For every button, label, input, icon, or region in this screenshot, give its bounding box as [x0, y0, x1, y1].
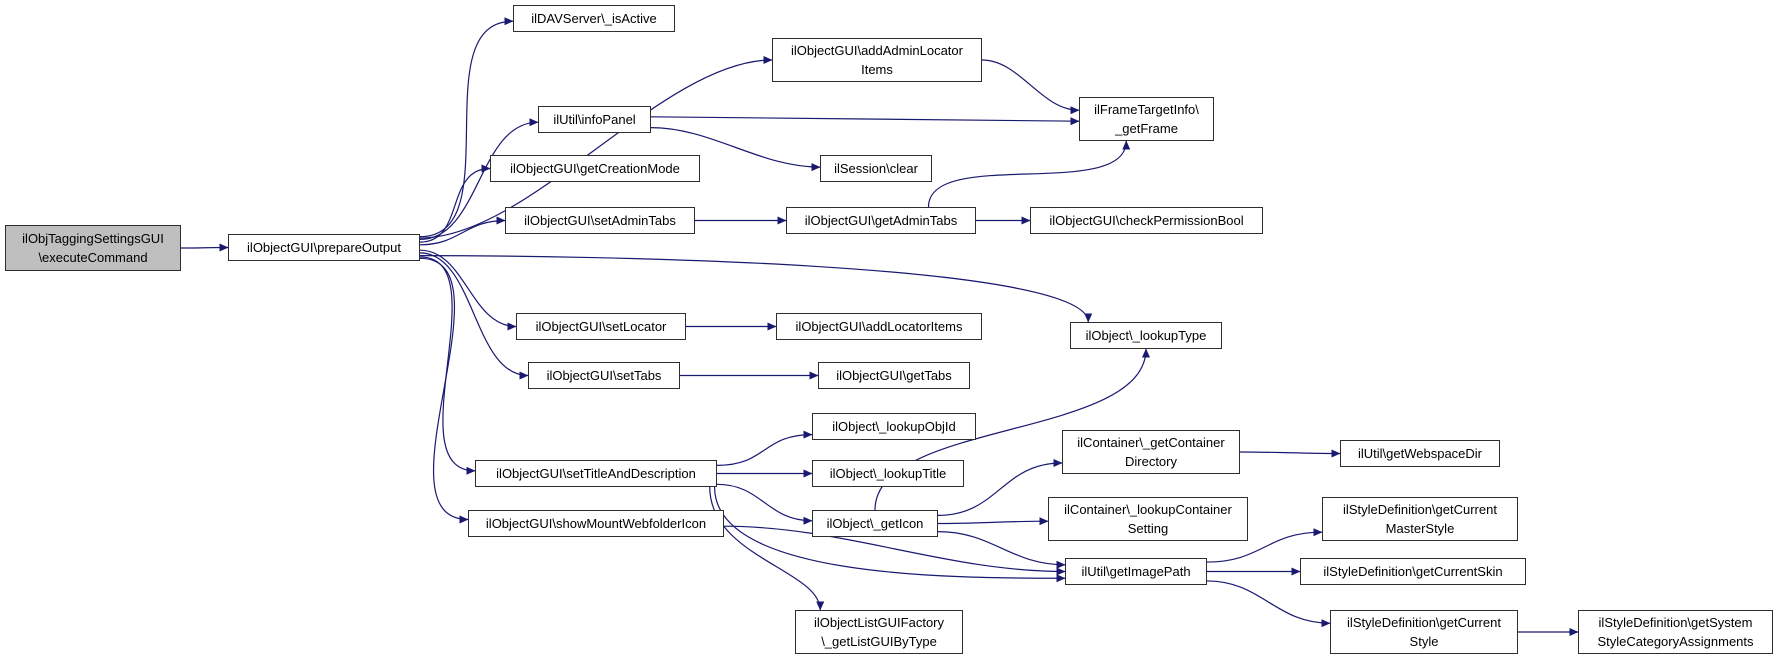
node-label: \executeCommand [38, 250, 148, 265]
node-getFrame[interactable]: ilFrameTargetInfo\ _getFrame [1079, 97, 1214, 141]
node-getWebspaceDir[interactable]: ilUtil\getWebspaceDir [1340, 440, 1500, 467]
edge-getIcon-to-getContainerDirectory [937, 459, 1063, 516]
node-showMountWebfolderIcon[interactable]: ilObjectGUI\showMountWebfolderIcon [468, 510, 724, 537]
edge-prepareOutput-to-isActive [419, 17, 514, 238]
edge-prepareOutput-to-setTabs [419, 252, 529, 380]
edge-showMountWebfolderIcon-to-getImagePath [723, 525, 1066, 576]
node-executeCommand[interactable]: ilObjTaggingSettingsGUI \executeCommand [5, 225, 181, 271]
node-label: ilStyleDefinition\getCurrent [1347, 615, 1501, 630]
node-label: Style [1409, 634, 1439, 649]
edge-executeCommand-to-prepareOutput [180, 243, 229, 252]
node-lookupObjId[interactable]: ilObject\_lookupObjId [812, 413, 976, 440]
node-label: ilObjectGUI\checkPermissionBool [1049, 213, 1244, 228]
node-infoPanel[interactable]: ilUtil\infoPanel [538, 106, 651, 133]
edge-infoPanel-to-sessionClear [650, 127, 821, 172]
node-label: ilObjectGUI\setTitleAndDescription [496, 466, 696, 481]
node-label: ilObject\_lookupObjId [832, 419, 956, 434]
node-label: ilObjectGUI\showMountWebfolderIcon [485, 516, 707, 531]
edge-getAdminTabs-to-getFrame [927, 140, 1131, 208]
node-label: ilObjectGUI\getAdminTabs [804, 213, 958, 228]
node-setTitleAndDescription[interactable]: ilObjectGUI\setTitleAndDescription [475, 460, 717, 487]
edge-setTitleAndDescription-to-getListGUIByType [709, 486, 825, 611]
node-label: Directory [1124, 454, 1177, 469]
node-label: ilObject\_getIcon [826, 516, 924, 531]
node-label: ilUtil\getImagePath [1081, 564, 1191, 579]
node-label: ilObjectGUI\getTabs [836, 368, 952, 383]
node-label: ilStyleDefinition\getCurrent [1343, 502, 1497, 517]
node-label: ilStyleDefinition\getSystem [1598, 615, 1753, 630]
node-label: ilObjectGUI\setAdminTabs [524, 213, 676, 228]
node-setAdminTabs[interactable]: ilObjectGUI\setAdminTabs [505, 207, 695, 234]
node-label: ilContainer\_lookupContainer [1064, 502, 1232, 517]
node-label: ilObject\_lookupTitle [829, 466, 947, 481]
node-label: ilObject\_lookupType [1085, 328, 1207, 343]
node-label: ilObjectGUI\getCreationMode [510, 161, 680, 176]
node-label: ilObjectGUI\setTabs [546, 368, 662, 383]
node-getIcon[interactable]: ilObject\_getIcon [812, 510, 938, 537]
edge-getIcon-to-getImagePath [937, 531, 1066, 569]
node-label: Items [861, 62, 893, 77]
node-label: ilDAVServer\_isActive [531, 11, 657, 26]
node-label: ilObjTaggingSettingsGUI [22, 231, 164, 246]
edge-prepareOutput-to-setLocator [419, 249, 517, 331]
node-lookupTitle[interactable]: ilObject\_lookupTitle [812, 460, 964, 487]
edge-prepareOutput-to-addAdminLocatorItems [419, 56, 773, 239]
edge-prepareOutput-to-setTitleAndDescription [419, 256, 476, 475]
edge-prepareOutput-to-getCreationMode [419, 164, 491, 243]
node-label: ilUtil\infoPanel [553, 112, 636, 127]
edge-prepareOutput-to-lookupType [419, 255, 1093, 323]
node-label: Setting [1127, 521, 1169, 536]
node-getCreationMode[interactable]: ilObjectGUI\getCreationMode [490, 155, 700, 182]
node-label: ilContainer\_getContainer [1077, 435, 1225, 450]
node-isActive[interactable]: ilDAVServer\_isActive [513, 5, 675, 32]
node-label: ilObjectGUI\addLocatorItems [795, 319, 963, 334]
node-label: ilSession\clear [834, 161, 918, 176]
edge-getIcon-to-lookupContainerSetting [937, 517, 1049, 526]
node-label: ilStyleDefinition\getCurrentSkin [1323, 564, 1503, 579]
node-setLocator[interactable]: ilObjectGUI\setLocator [516, 313, 686, 340]
node-sessionClear[interactable]: ilSession\clear [820, 155, 932, 182]
edge-infoPanel-to-getFrame [650, 116, 1080, 126]
node-label: \_getListGUIByType [821, 634, 937, 649]
node-lookupType[interactable]: ilObject\_lookupType [1070, 322, 1222, 349]
node-label: ilObjectGUI\prepareOutput [247, 240, 401, 255]
node-label: ilFrameTargetInfo\ [1094, 102, 1199, 117]
edge-prepareOutput-to-showMountWebfolderIcon [419, 257, 469, 524]
edge-setTitleAndDescription-to-getImagePath [713, 486, 1066, 583]
node-label: _getFrame [1115, 121, 1178, 136]
node-addLocatorItems[interactable]: ilObjectGUI\addLocatorItems [776, 313, 982, 340]
edge-setTitleAndDescription-to-lookupObjId [716, 430, 813, 466]
node-getCurrentSkin[interactable]: ilStyleDefinition\getCurrentSkin [1300, 558, 1526, 585]
edge-group [180, 17, 1579, 636]
node-getTabs[interactable]: ilObjectGUI\getTabs [818, 362, 970, 389]
node-label: ilObjectGUI\setLocator [535, 319, 667, 334]
node-label: ilObjectListGUIFactory [813, 615, 945, 630]
edge-prepareOutput-to-setAdminTabs [419, 216, 506, 246]
edge-getImagePath-to-getCurrentMasterStyle [1206, 528, 1323, 563]
node-getListGUIByType[interactable]: ilObjectListGUIFactory \_getListGUIByType [795, 610, 963, 654]
node-prepareOutput[interactable]: ilObjectGUI\prepareOutput [228, 234, 420, 261]
node-label: ilUtil\getWebspaceDir [1357, 446, 1483, 461]
node-getImagePath[interactable]: ilUtil\getImagePath [1065, 558, 1207, 585]
node-getAdminTabs[interactable]: ilObjectGUI\getAdminTabs [786, 207, 976, 234]
node-label: ilObjectGUI\addAdminLocator [791, 43, 963, 58]
edge-getContainerDirectory-to-getWebspaceDir [1239, 449, 1341, 458]
node-label: StyleCategoryAssignments [1597, 634, 1754, 649]
edge-addAdminLocatorItems-to-getFrame [981, 59, 1080, 115]
edge-getImagePath-to-getCurrentStyle [1206, 580, 1331, 628]
node-checkPermissionBool[interactable]: ilObjectGUI\checkPermissionBool [1030, 207, 1263, 234]
node-label: MasterStyle [1385, 521, 1455, 536]
edge-setTitleAndDescription-to-getIcon [716, 483, 813, 525]
node-setTabs[interactable]: ilObjectGUI\setTabs [528, 362, 680, 389]
